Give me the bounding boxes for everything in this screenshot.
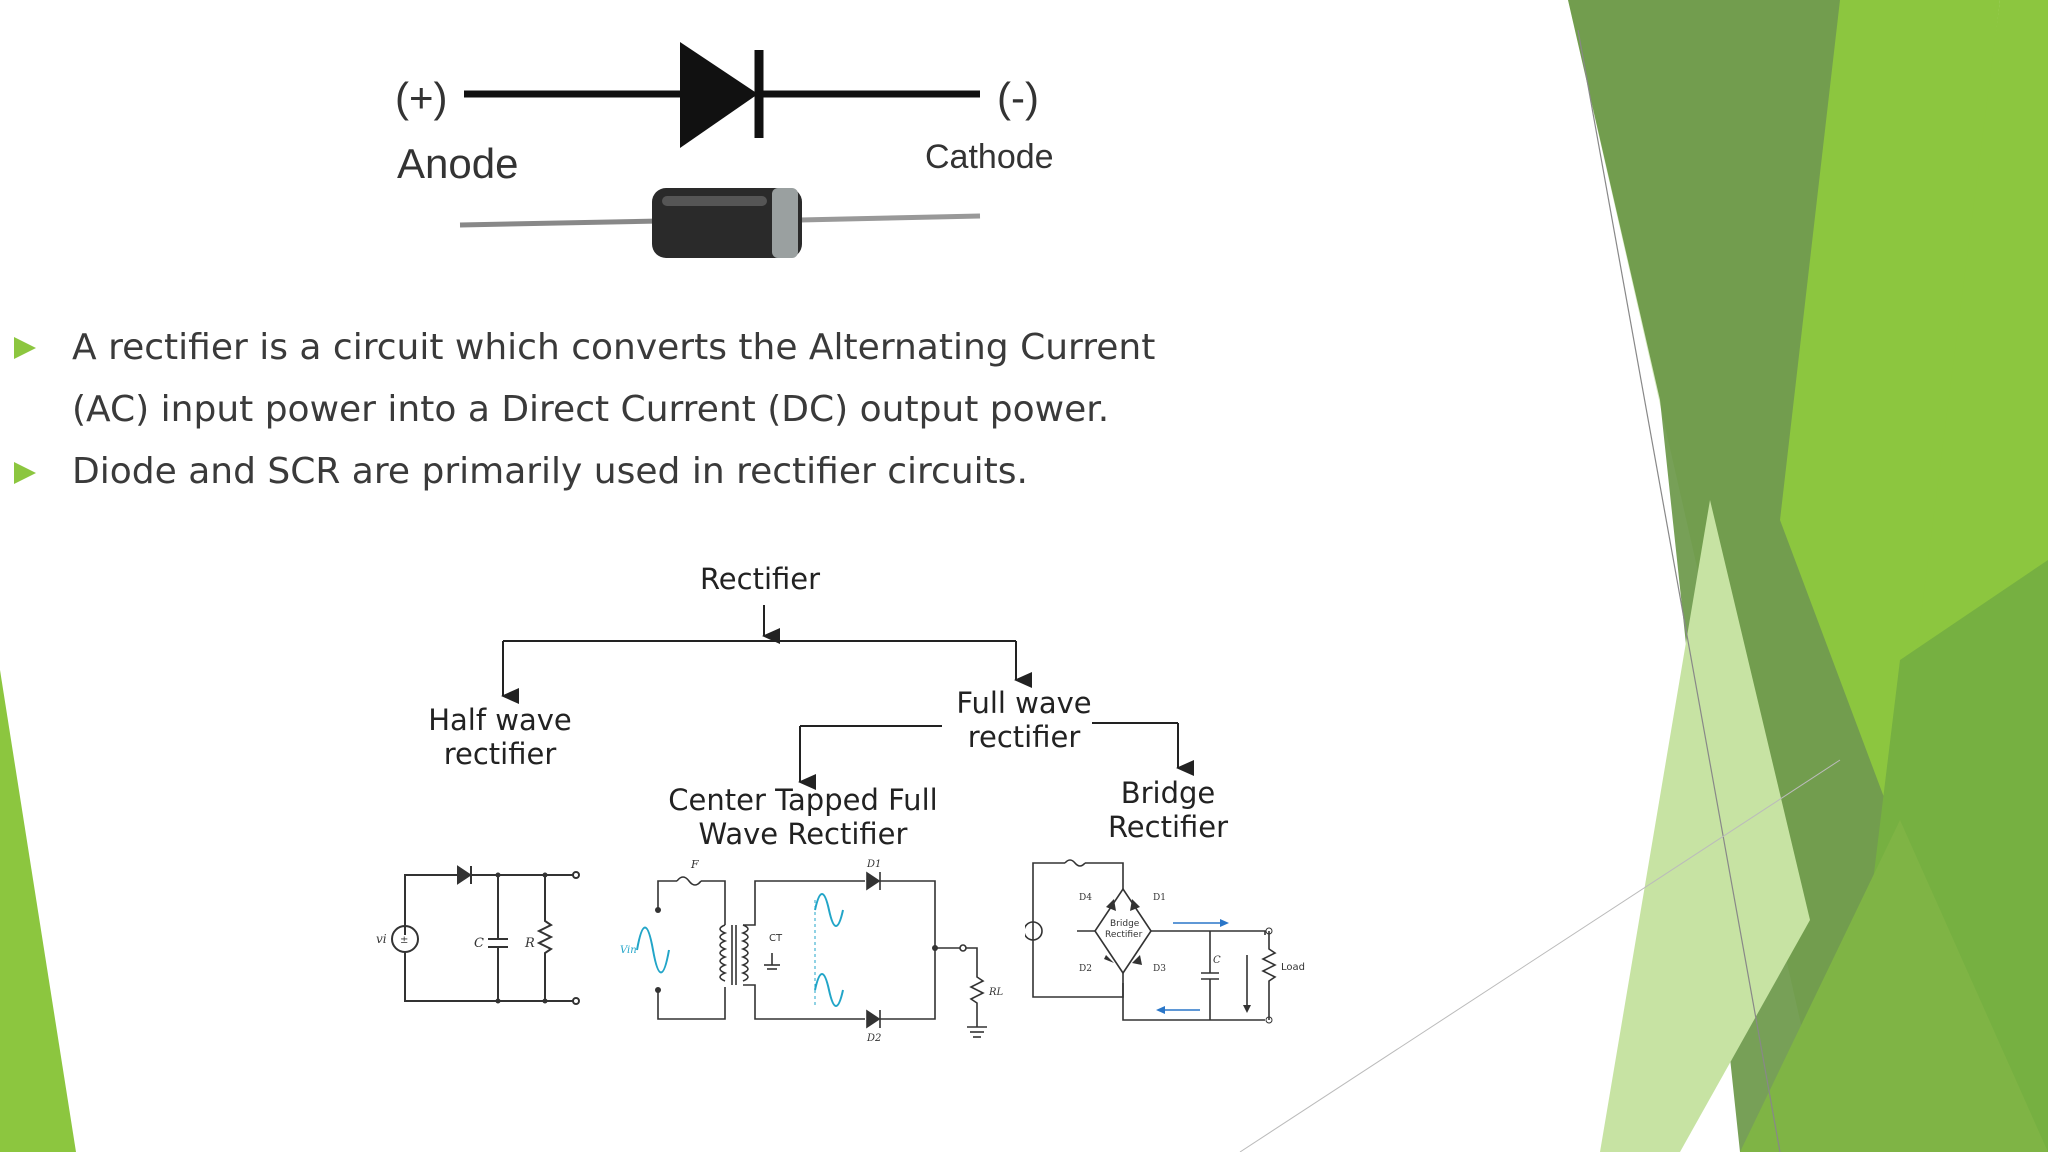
bullet-1-line-1: A rectifier is a circuit which converts … xyxy=(72,327,1156,368)
bridge-load-label: Load xyxy=(1281,962,1305,973)
bridge-box-line-2: Rectifier xyxy=(1105,930,1143,940)
ct-fuse-label: F xyxy=(690,858,699,871)
half-res-label: R xyxy=(524,936,535,951)
center-tapped-circuit: F D1 D2 CT Vin RL xyxy=(620,858,1004,1044)
bottom-wave xyxy=(814,973,844,1007)
decorative-left-sliver xyxy=(0,670,76,1152)
tree-bridge-line-1: Bridge xyxy=(1120,776,1216,810)
bridge-d1-label: D1 xyxy=(1153,893,1166,903)
half-source-label: vi xyxy=(376,932,387,946)
photo-band xyxy=(772,188,798,258)
tree-half-wave-line-1: Half wave xyxy=(428,703,572,737)
ct-d1-label: D1 xyxy=(866,859,881,870)
tree-half-wave-line-2: rectifier xyxy=(443,737,557,771)
bridge-d4-label: D4 xyxy=(1079,893,1092,903)
tree-full-wave-line-1: Full wave xyxy=(956,686,1092,720)
facet-light xyxy=(1600,500,1810,1152)
decorative-green-facets xyxy=(1568,0,2048,1152)
bridge-d3-label: D3 xyxy=(1153,964,1166,974)
bullet-2-line-1: Diode and SCR are primarily used in rect… xyxy=(72,451,1028,492)
ct-d2-label: D2 xyxy=(866,1033,881,1044)
rectifier-tree-connectors xyxy=(501,605,1194,790)
bridge-box-line-1: Bridge xyxy=(1110,919,1140,929)
svg-text:±: ± xyxy=(400,935,408,946)
decorative-diagonal-line xyxy=(1239,759,1841,1152)
bullet-arrow-icon xyxy=(14,462,36,484)
tree-full-wave-line-2: rectifier xyxy=(967,720,1081,754)
diode-illustration xyxy=(459,42,981,258)
half-wave-circuit: ± vi C R xyxy=(376,865,580,1005)
facet-line xyxy=(1577,29,1781,1152)
tree-bridge-line-2: Rectifier xyxy=(1107,810,1229,844)
top-wave xyxy=(814,893,844,927)
tree-center-tapped-line-2: Wave Rectifier xyxy=(698,817,908,851)
ct-input-label: Vin xyxy=(620,945,637,956)
bridge-d2-label: D2 xyxy=(1079,964,1092,974)
ct-load-label: RL xyxy=(988,987,1004,998)
ct-ct-label: CT xyxy=(769,933,783,944)
facet-bright-top xyxy=(1780,0,2000,840)
input-wave xyxy=(636,926,670,974)
bullet-arrow-icon xyxy=(14,337,36,359)
cathode-label: Cathode xyxy=(925,138,1054,176)
bullet-1-line-2: (AC) input power into a Direct Current (… xyxy=(72,389,1110,430)
anode-sign: (+) xyxy=(395,74,448,121)
diode-triangle xyxy=(680,42,758,148)
facet-bottom xyxy=(1740,820,2048,1152)
photo-lead-right xyxy=(799,213,981,223)
photo-lead-left xyxy=(459,218,661,228)
photo-highlight xyxy=(662,196,767,206)
bridge-circuit: Bridge Rectifier Load C D1 D2 D3 D4 xyxy=(1025,859,1305,1024)
half-cap-label: C xyxy=(474,936,484,951)
tree-center-tapped-line-1: Center Tapped Full xyxy=(668,783,938,817)
cathode-sign: (-) xyxy=(997,74,1039,121)
bridge-cap-label: C xyxy=(1213,955,1221,966)
tree-root-rectifier: Rectifier xyxy=(699,562,821,596)
anode-label: Anode xyxy=(397,140,519,187)
